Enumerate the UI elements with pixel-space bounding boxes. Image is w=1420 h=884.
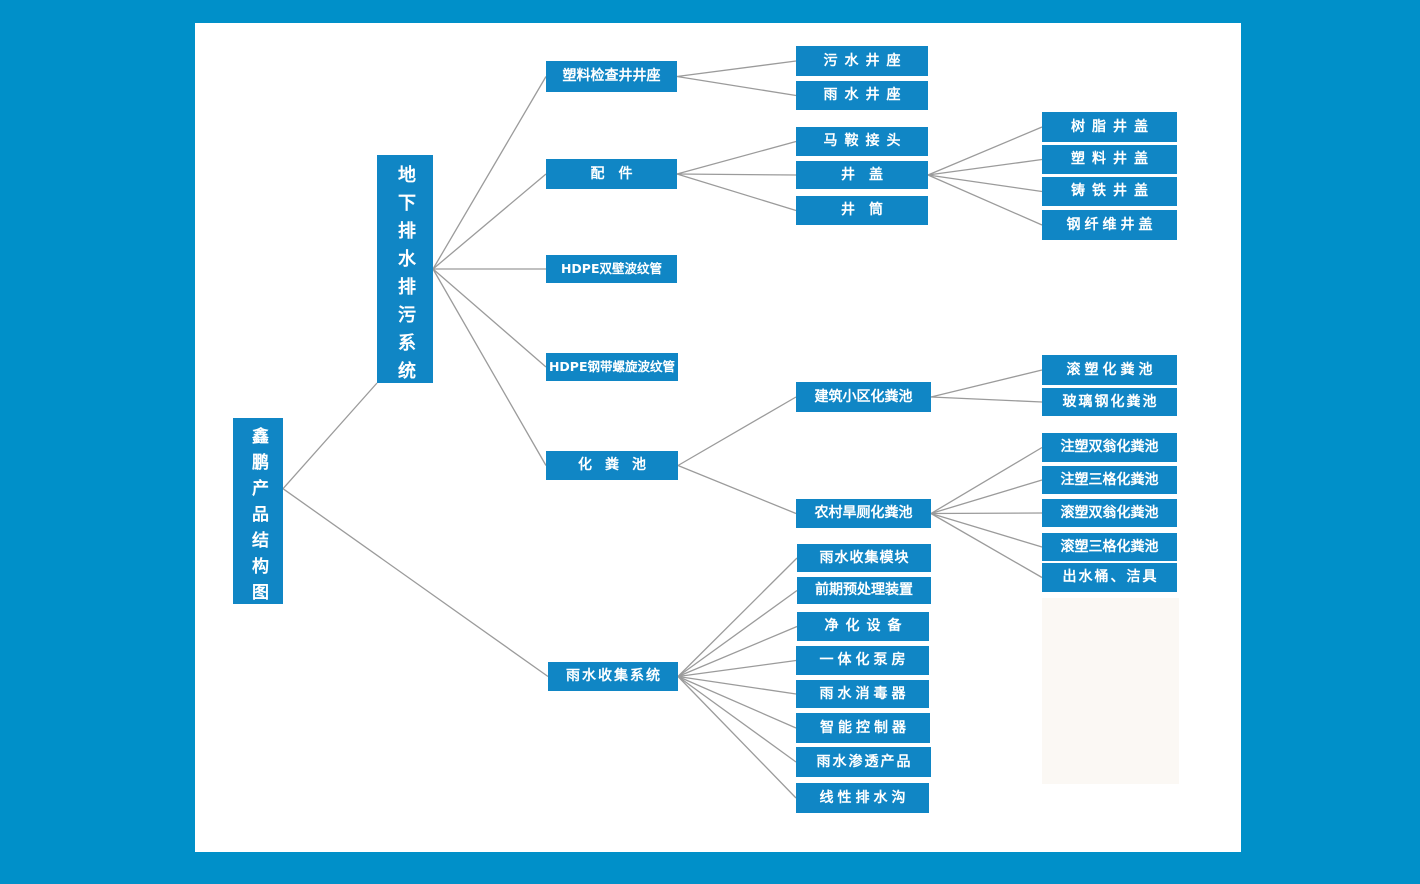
node-saddle-connector: 马鞍接头 (796, 127, 928, 156)
node-injection-double-urn-septic-tank: 注塑双翁化粪池 (1042, 433, 1177, 462)
edge-root-rainwater_system (282, 488, 549, 678)
node-building-district-septic-tank: 建筑小区化粪池 (796, 382, 931, 412)
edge-well_cover-steel_fiber_cover (927, 174, 1043, 226)
edge-rural_toilet_septic-inj_three_grid_septic (930, 479, 1043, 515)
node-sewage-well-seat: 污水井座 (796, 46, 928, 76)
node-linear-drainage-channel: 线性排水沟 (796, 783, 929, 813)
node-septic-tank: 化粪池 (546, 451, 678, 480)
edge-rainwater_system-rain_infiltration (677, 675, 797, 763)
edge-rainwater_system-rain_collect_module (677, 557, 798, 677)
edge-well_cover-cast_iron_cover (927, 174, 1043, 193)
node-rural-dry-toilet-septic-tank: 农村旱厕化粪池 (796, 499, 931, 528)
edge-underground_system-hdpe_steel_belt_pipe (432, 268, 547, 368)
edge-rainwater_system-linear_drain (677, 676, 797, 799)
node-accessories: 配 件 (546, 159, 677, 189)
watermark-artifact (1042, 598, 1179, 784)
edge-well_cover-plastic_cover (927, 158, 1043, 176)
node-underground-drainage-system: 地下排水排污系统 (377, 155, 433, 383)
edge-plastic_inspection_well_seat-rain_well_seat (676, 75, 797, 97)
node-rain-well-seat: 雨水井座 (796, 81, 928, 110)
edge-rural_toilet_septic-outlet_bucket_sanitary (930, 512, 1043, 579)
edge-rural_toilet_septic-inj_double_urn_septic (930, 446, 1043, 515)
edge-rainwater_system-integrated_pump_house (677, 659, 797, 678)
node-rainwater-collection-module: 雨水收集模块 (797, 544, 931, 572)
edge-rainwater_system-smart_controller (677, 675, 797, 729)
edge-building_district_septic-roto_septic (930, 369, 1043, 398)
edge-rural_toilet_septic-roto_double_urn_septic (930, 512, 1043, 515)
edge-septic_tank-building_district_septic (677, 396, 797, 467)
node-rainwater-disinfector: 雨水消毒器 (796, 680, 929, 708)
node-fiberglass-septic-tank: 玻璃钢化粪池 (1042, 388, 1177, 416)
edge-underground_system-accessories (432, 173, 547, 270)
node-outlet-bucket-sanitary-ware: 出水桶、洁具 (1042, 563, 1177, 592)
node-plastic-inspection-well-seat: 塑料检查井井座 (546, 61, 677, 92)
node-cast-iron-well-cover: 铸铁井盖 (1042, 177, 1177, 206)
node-steel-fiber-well-cover: 钢纤维井盖 (1042, 210, 1177, 240)
edge-root-underground_system (282, 382, 378, 490)
edge-building_district_septic-frp_septic (930, 396, 1043, 403)
node-rotomolded-double-urn-septic-tank: 滚塑双翁化粪池 (1042, 499, 1177, 527)
edge-rainwater_system-purification_equipment (677, 625, 798, 678)
edge-rainwater_system-rain_disinfector (677, 675, 797, 695)
node-rotomolded-three-grid-septic-tank: 滚塑三格化粪池 (1042, 533, 1177, 561)
node-resin-well-cover: 树脂井盖 (1042, 112, 1177, 142)
node-integrated-pump-house: 一体化泵房 (796, 646, 929, 675)
node-purification-equipment: 净化设备 (797, 612, 929, 641)
edge-accessories-saddle_connector (676, 140, 797, 175)
node-plastic-well-cover: 塑料井盖 (1042, 145, 1177, 174)
node-hdpe-double-wall-pipe: HDPE双壁波纹管 (546, 255, 677, 283)
edge-accessories-well_cover (676, 173, 797, 176)
node-root-product-structure: 鑫鹏产品结构图 (233, 418, 283, 604)
node-rainwater-collection-system: 雨水收集系统 (548, 662, 678, 691)
node-rotomolded-septic-tank: 滚塑化粪池 (1042, 355, 1177, 385)
edge-well_cover-resin_cover (927, 126, 1043, 176)
node-rainwater-infiltration-products: 雨水渗透产品 (796, 747, 931, 777)
edge-plastic_inspection_well_seat-sewage_well_seat (676, 60, 797, 78)
edge-underground_system-plastic_inspection_well_seat (432, 76, 547, 270)
node-hdpe-steel-belt-spiral-pipe: HDPE钢带螺旋波纹管 (546, 353, 678, 381)
node-well-cover: 井 盖 (796, 161, 928, 189)
node-pretreatment-device: 前期预处理装置 (797, 577, 931, 604)
edge-septic_tank-rural_toilet_septic (677, 464, 797, 515)
node-smart-controller: 智能控制器 (796, 713, 930, 743)
edge-rural_toilet_septic-roto_three_grid_septic (930, 512, 1043, 548)
edge-underground_system-septic_tank (432, 268, 547, 466)
node-injection-three-grid-septic-tank: 注塑三格化粪池 (1042, 466, 1177, 494)
node-well-shaft: 井 筒 (796, 196, 928, 225)
edge-accessories-well_shaft (676, 173, 797, 212)
edge-rainwater_system-pretreatment_device (677, 589, 798, 678)
